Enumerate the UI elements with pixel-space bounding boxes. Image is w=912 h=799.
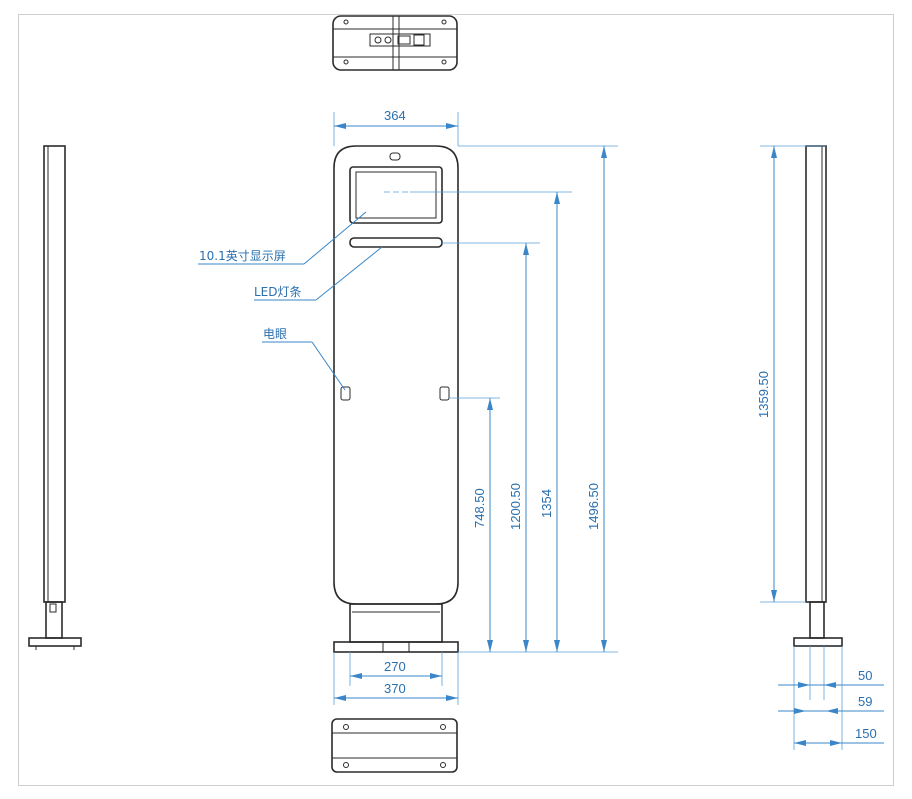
dim-label-side-height: 1359.50 xyxy=(756,371,771,418)
drawing-frame xyxy=(18,14,894,786)
dim-label-led-height: 1200.50 xyxy=(508,483,523,530)
callout-screen: 10.1英寸显示屏 xyxy=(199,249,286,263)
dim-label-side-c: 150 xyxy=(855,726,877,741)
dim-label-total-height: 1496.50 xyxy=(586,483,601,530)
dim-label-front-width: 364 xyxy=(384,108,406,123)
dim-label-side-a: 50 xyxy=(858,668,872,683)
dim-label-side-b: 59 xyxy=(858,694,872,709)
left-side-view xyxy=(28,145,82,650)
bottom-view xyxy=(331,718,458,773)
right-side-view xyxy=(760,145,884,750)
dim-front-width xyxy=(333,112,459,146)
callout-led: LED灯条 xyxy=(254,285,302,299)
top-view xyxy=(332,15,458,71)
dim-front-heights xyxy=(410,145,618,653)
dim-label-sensor-height: 748.50 xyxy=(472,488,487,528)
dim-base-widths xyxy=(333,652,459,705)
dim-label-base-outer: 370 xyxy=(384,681,406,696)
front-view xyxy=(333,145,459,653)
callout-leaders xyxy=(198,211,383,391)
dim-label-base-inner: 270 xyxy=(384,659,406,674)
callout-sensor: 电眼 xyxy=(263,327,287,341)
dim-label-screen-height: 1354 xyxy=(539,489,554,518)
